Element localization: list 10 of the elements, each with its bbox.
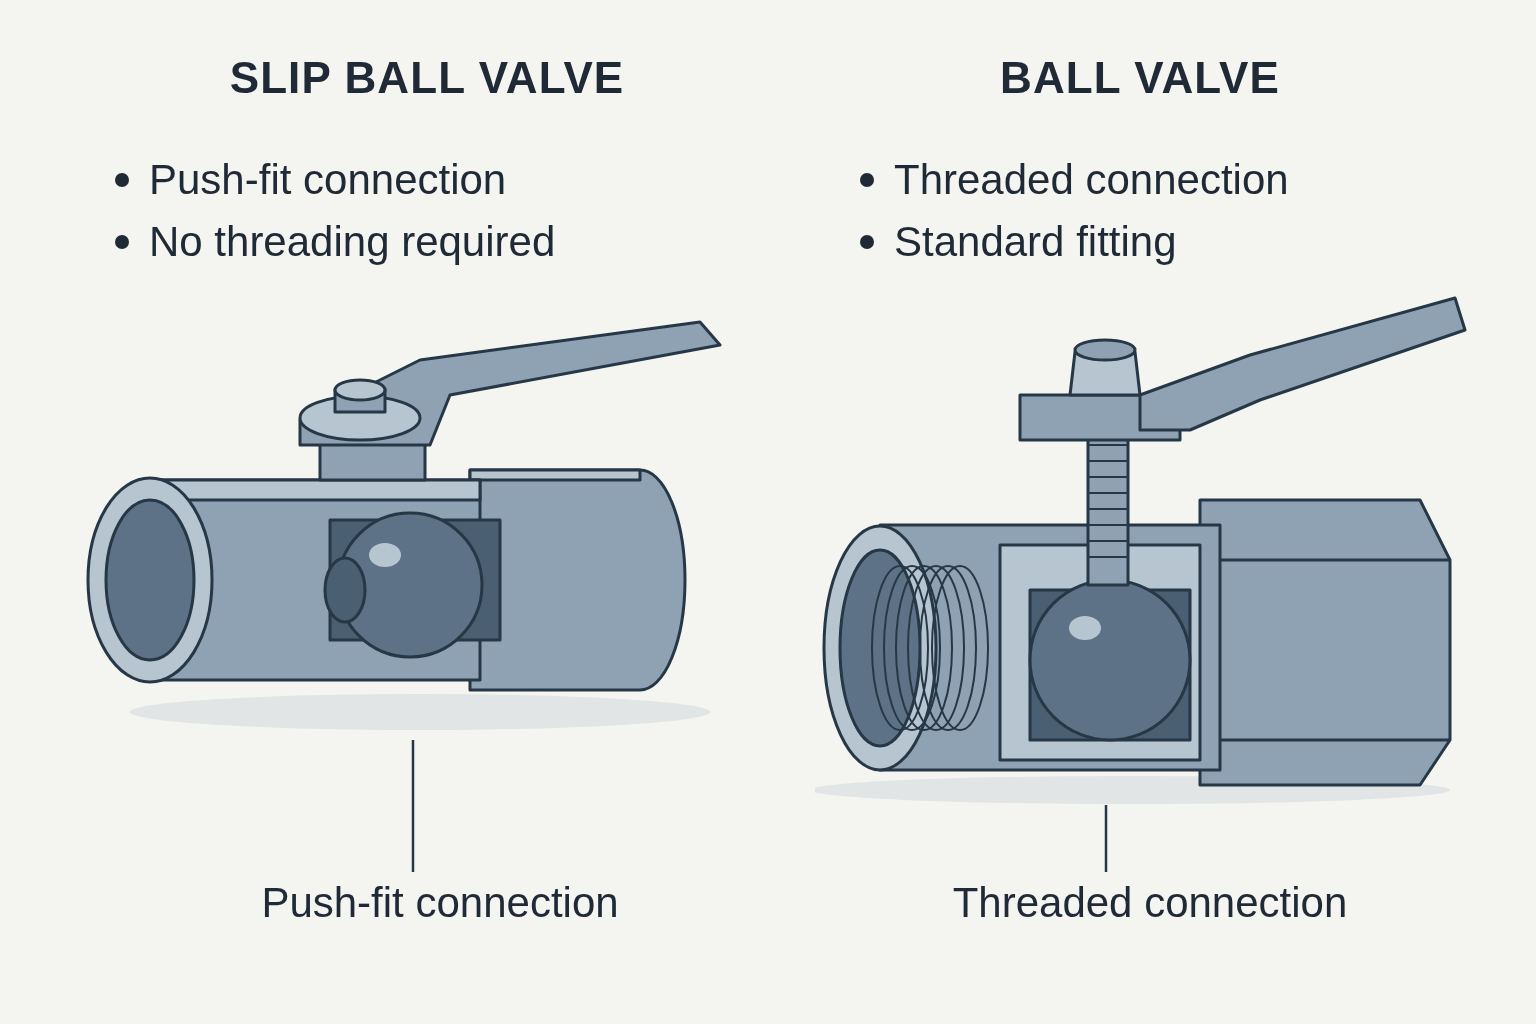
feature-text: No threading required [149,217,556,267]
callout-label: Threaded connection [951,878,1349,928]
valve-heading: SLIP BALL VALVE [228,52,626,104]
leader-line [1104,805,1108,872]
feature-text: Threaded connection [894,155,1289,205]
feature-text: Standard fitting [894,217,1177,267]
leader-line [411,740,415,872]
feature-text: Push-fit connection [149,155,507,205]
valve-heading: BALL VALVE [999,52,1281,104]
callout-label: Push-fit connection [260,878,620,928]
